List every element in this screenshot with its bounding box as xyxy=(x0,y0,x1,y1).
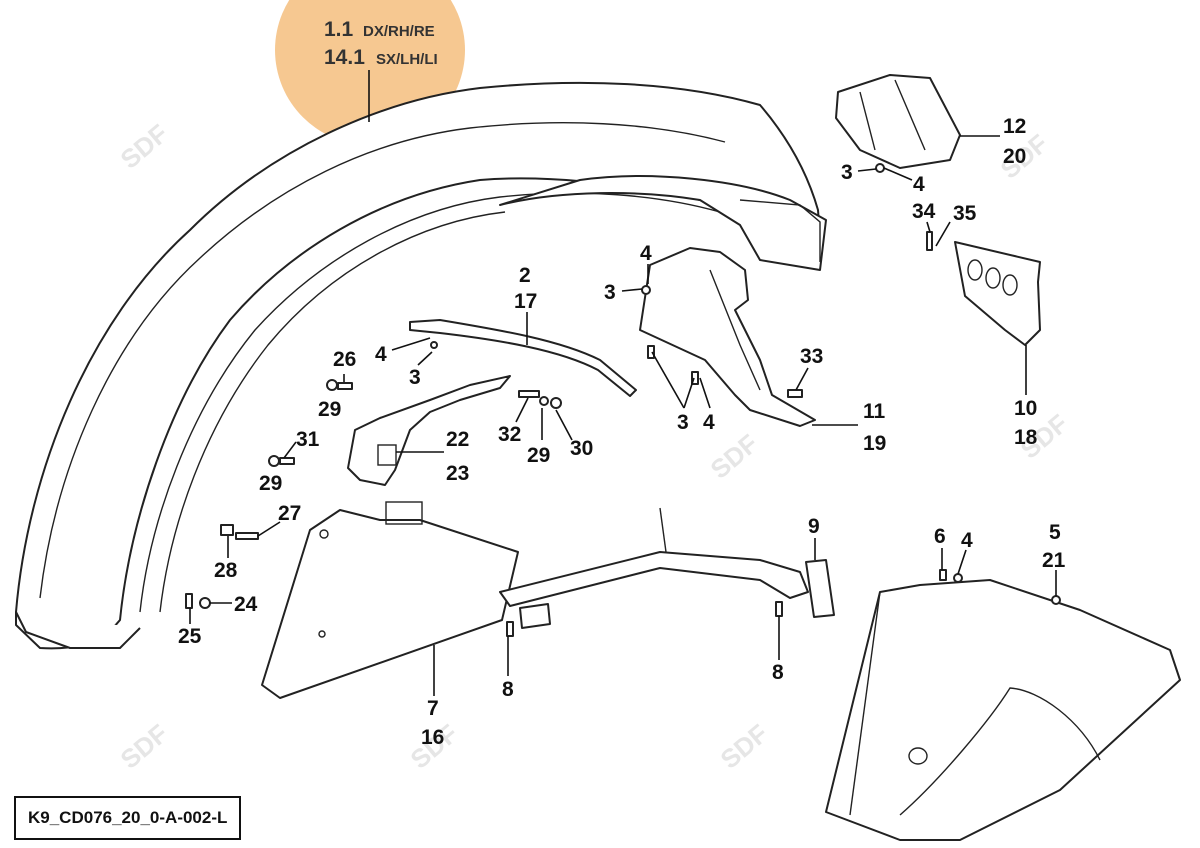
right-bracket-part xyxy=(954,241,1041,346)
callout-6[interactable]: 6 xyxy=(934,525,946,548)
watermark: SDF xyxy=(115,118,174,174)
support-bar-part xyxy=(499,507,835,629)
callout-10[interactable]: 10 xyxy=(1014,397,1037,420)
callout-3[interactable]: 3 xyxy=(604,281,616,304)
highlight-labels: 1.1 DX/RH/RE 14.1 SX/LH/LI xyxy=(324,18,438,69)
callout-4[interactable]: 4 xyxy=(961,529,973,552)
callout-27[interactable]: 27 xyxy=(278,502,301,525)
callout-17[interactable]: 17 xyxy=(514,290,537,313)
callout-8[interactable]: 8 xyxy=(502,678,514,701)
callout-18[interactable]: 18 xyxy=(1014,426,1038,449)
hardware xyxy=(185,163,1061,637)
callout-30[interactable]: 30 xyxy=(570,437,593,460)
highlight-text-1: DX/RH/RE xyxy=(363,23,435,40)
callout-4[interactable]: 4 xyxy=(375,343,387,366)
callout-32[interactable]: 32 xyxy=(498,423,521,446)
callout-4[interactable]: 4 xyxy=(703,411,715,434)
lower-right-panel-part xyxy=(825,579,1181,841)
callout-25[interactable]: 25 xyxy=(178,625,202,648)
callout-8[interactable]: 8 xyxy=(772,661,784,684)
callout-24[interactable]: 24 xyxy=(234,593,258,616)
callout-34[interactable]: 34 xyxy=(912,200,936,223)
callout-9[interactable]: 9 xyxy=(808,515,820,538)
callout-28[interactable]: 28 xyxy=(214,559,238,582)
callout-12[interactable]: 12 xyxy=(1003,115,1026,138)
callout-29[interactable]: 29 xyxy=(318,398,341,421)
callout-3[interactable]: 3 xyxy=(677,411,689,434)
side-panel-part xyxy=(261,501,519,699)
callout-21[interactable]: 21 xyxy=(1042,549,1066,572)
leader-lines xyxy=(189,70,1057,696)
callouts: 2 17 4 3 26 29 31 29 22 23 32 29 30 4 3 … xyxy=(178,115,1066,749)
fender-part xyxy=(15,81,827,650)
callout-11[interactable]: 11 xyxy=(863,400,886,423)
inner-bracket-part xyxy=(639,247,816,427)
watermark: SDF xyxy=(715,718,774,774)
callout-35[interactable]: 35 xyxy=(953,202,977,225)
small-bracket-part xyxy=(347,375,511,486)
callout-22[interactable]: 22 xyxy=(446,428,469,451)
callout-26[interactable]: 26 xyxy=(333,348,356,371)
top-right-shield-part xyxy=(835,74,961,169)
callout-20[interactable]: 20 xyxy=(1003,145,1026,168)
highlight-number-2: 14.1 xyxy=(324,46,365,69)
callout-5[interactable]: 5 xyxy=(1049,521,1061,544)
callout-23[interactable]: 23 xyxy=(446,462,469,485)
callout-33[interactable]: 33 xyxy=(800,345,823,368)
highlight-number-1: 1.1 xyxy=(324,18,354,41)
callout-29[interactable]: 29 xyxy=(527,444,550,467)
callout-7[interactable]: 7 xyxy=(427,697,439,720)
callout-4[interactable]: 4 xyxy=(913,173,925,196)
diagram-reference-code: K9_CD076_20_0-A-002-L xyxy=(14,796,242,840)
callout-3[interactable]: 3 xyxy=(409,366,421,389)
watermark: SDF xyxy=(705,428,764,484)
watermark: SDF xyxy=(115,718,174,774)
callout-31[interactable]: 31 xyxy=(296,428,320,451)
callout-19[interactable]: 19 xyxy=(863,432,886,455)
callout-16[interactable]: 16 xyxy=(421,726,444,749)
callout-2[interactable]: 2 xyxy=(519,264,531,287)
callout-29[interactable]: 29 xyxy=(259,472,282,495)
callout-3[interactable]: 3 xyxy=(841,161,853,184)
strip-part xyxy=(409,319,637,397)
callout-4[interactable]: 4 xyxy=(640,242,652,265)
highlight-text-2: SX/LH/LI xyxy=(376,51,438,68)
